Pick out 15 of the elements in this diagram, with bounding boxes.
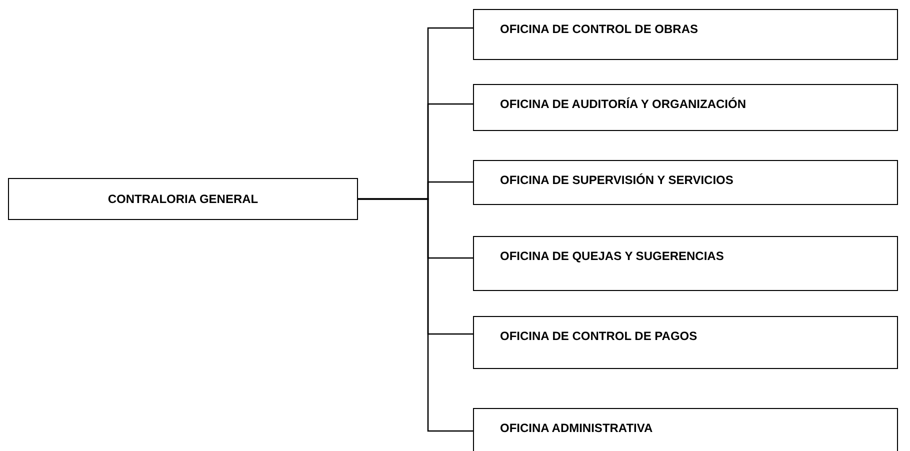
org-box	[473, 236, 898, 291]
unit-name: OFICINA ADMINISTRATIVA	[500, 421, 653, 435]
connector-line	[358, 198, 473, 432]
org-box	[473, 408, 898, 451]
unit-name: CONTRALORIA GENERAL	[108, 192, 258, 206]
org-box	[473, 316, 898, 369]
org-box	[473, 84, 898, 131]
unit-name: OFICINA DE CONTROL DE PAGOS	[500, 329, 698, 343]
unit-name: OFICINA DE SUPERVISIÓN Y SERVICIOS	[500, 173, 734, 187]
org-box	[8, 178, 358, 220]
unit-name: OFICINA DE AUDITORÍA Y ORGANIZACIÓN	[500, 97, 746, 111]
unit-name: OFICINA DE CONTROL DE OBRAS	[500, 22, 698, 36]
unit-name: OFICINA DE QUEJAS Y SUGERENCIAS	[500, 249, 724, 263]
org-box	[473, 160, 898, 205]
org-box	[473, 9, 898, 60]
